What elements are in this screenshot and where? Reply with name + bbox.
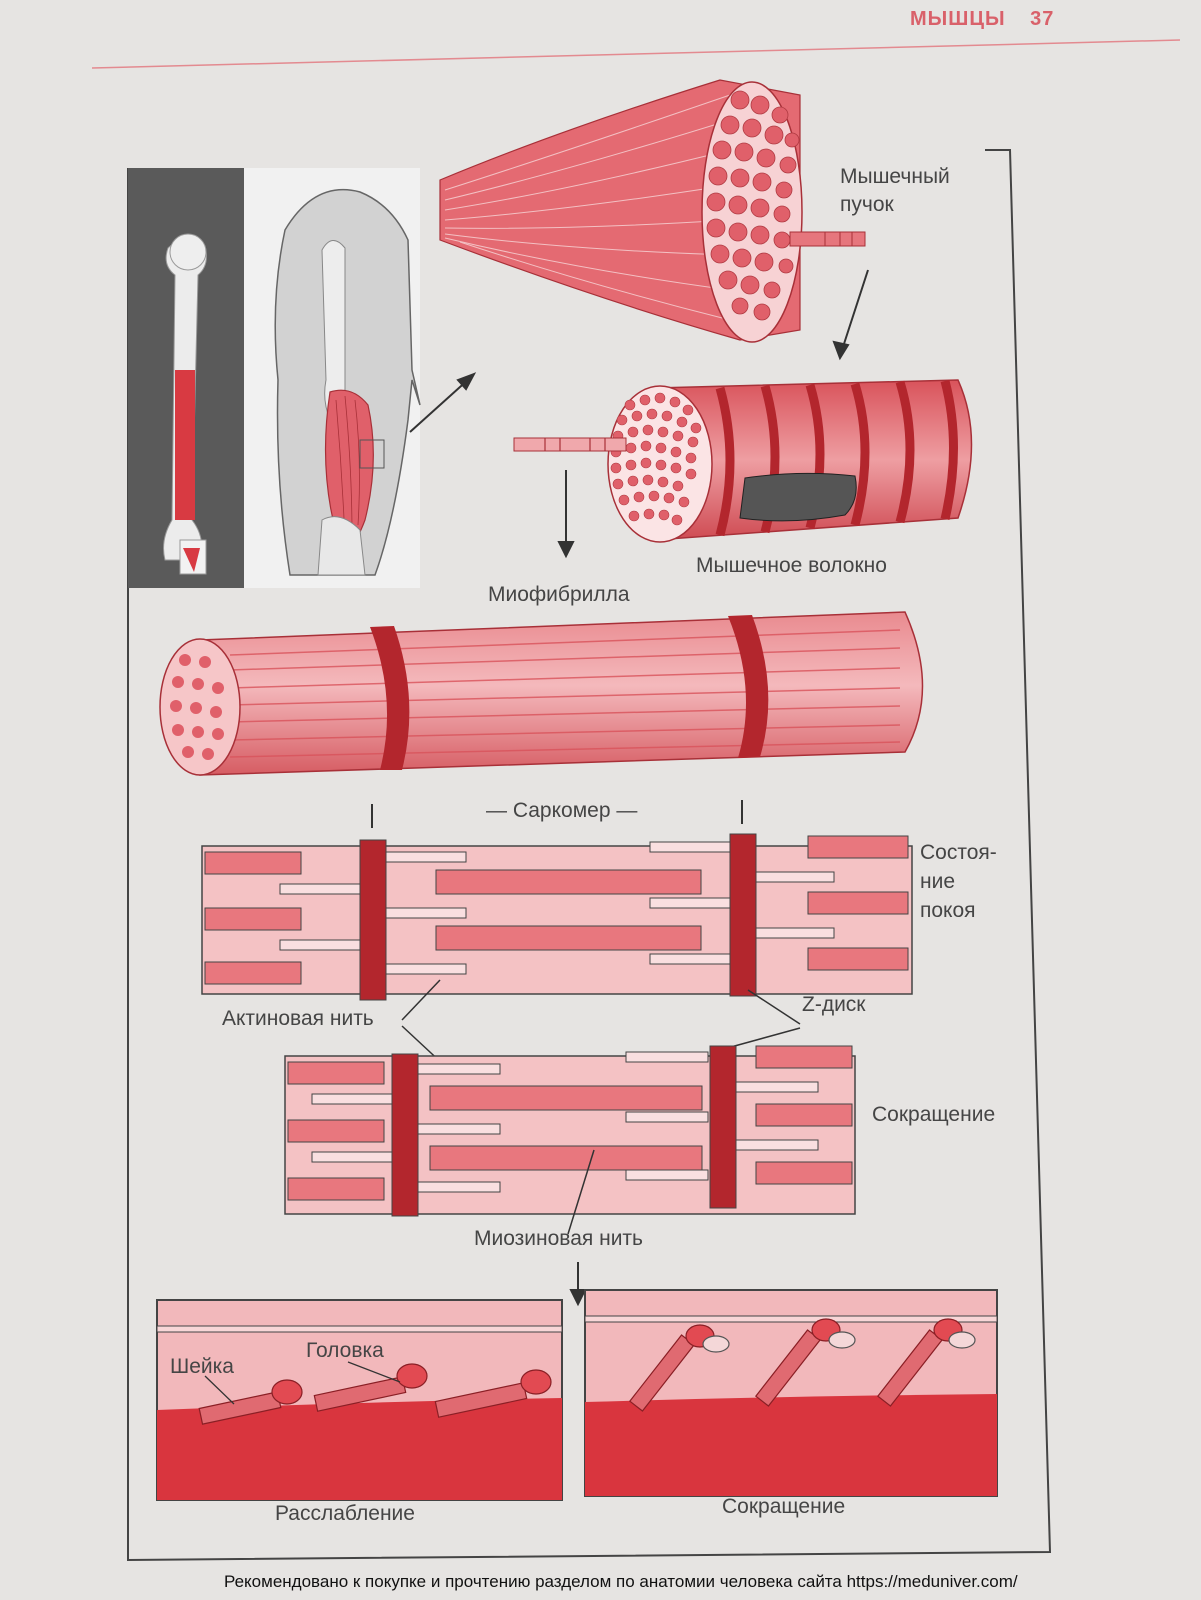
myofilaments-cross-section (170, 654, 224, 760)
section-title: МЫШЦЫ (910, 8, 1006, 30)
label-muscle-bundle-line1: Мышечный (840, 165, 950, 188)
figure-frame (127, 149, 1052, 1562)
label-rest-state: Состоя- ние покоя (920, 838, 997, 925)
label-contraction-bottom: Сокращение (722, 1495, 846, 1518)
footer-note: Рекомендовано к покупке и прочтению разд… (224, 1572, 1018, 1591)
bundle-fibers-cross-section (706, 90, 800, 321)
leader-line-myosin (567, 1149, 595, 1235)
arm-panel (244, 168, 421, 588)
label-rest-state-line1: Состоя- (920, 841, 997, 864)
sarcomere-contraction-diagram (284, 1045, 856, 1217)
label-rest-state-line3: покоя (920, 899, 976, 922)
label-actin-filament: Актиновая нить (222, 1007, 374, 1030)
page-number: 37 (1030, 8, 1055, 30)
muscle-bundle-illustration (439, 79, 866, 343)
cross-bridge-relaxation-panel (156, 1299, 563, 1501)
label-myofibril: Миофибрилла (488, 583, 630, 606)
label-muscle-bundle-line2: пучок (840, 193, 894, 216)
label-head: Головка (306, 1339, 384, 1362)
arrow-bundle-to-fiber (832, 269, 869, 361)
muscle-fiber-illustration (513, 379, 973, 543)
sarcomere-rest-diagram (201, 833, 913, 1001)
label-relaxation: Расслабление (275, 1502, 415, 1525)
myofibrils-cross-section (610, 392, 702, 526)
label-sarcomere: — Саркомер — (486, 799, 638, 822)
label-myosin-filament: Миозиновая нить (474, 1227, 643, 1250)
arrow-arm-to-bundle (409, 372, 477, 433)
arrow-to-cross-bridges (569, 1262, 587, 1307)
label-contraction: Сокращение (872, 1103, 996, 1126)
cross-bridge-contraction-panel (584, 1289, 998, 1497)
arrow-fiber-to-myofibril (557, 470, 575, 559)
label-z-disc: Z-диск (802, 993, 866, 1016)
leader-lines-cross-bridge (204, 1361, 401, 1405)
label-muscle-fiber: Мышечное волокно (696, 554, 887, 577)
label-neck: Шейка (170, 1355, 234, 1378)
running-head: МЫШЦЫ 37 (910, 8, 1054, 31)
label-rest-state-line2: ние (920, 870, 956, 893)
header-rule (91, 39, 1181, 69)
label-muscle-bundle: Мышечный пучок (840, 163, 950, 219)
xray-panel (128, 168, 244, 588)
myofibril-illustration (159, 611, 924, 776)
